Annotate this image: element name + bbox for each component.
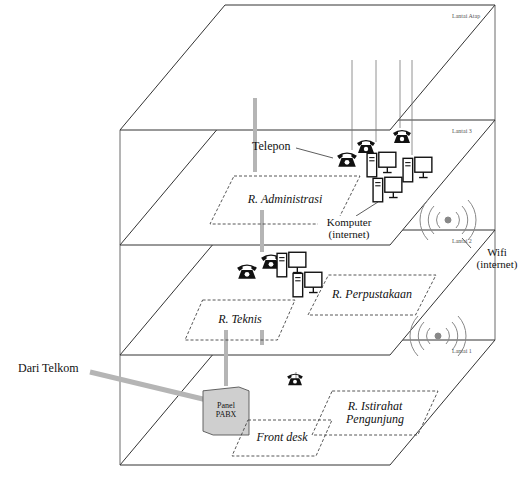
- callout-label: Wifi (internet): [472, 246, 522, 270]
- pabx-panel: Panel PABX: [203, 387, 249, 435]
- room-name: R. Teknis: [218, 313, 262, 326]
- callout-label: Telepon: [252, 140, 290, 153]
- source-label: Dari Telkom: [18, 362, 79, 375]
- room-area: R. Perpustakaan: [308, 275, 436, 315]
- room-name: R. Istirahat Pengunjung: [336, 400, 414, 426]
- panel-name: Panel PABX: [209, 402, 243, 420]
- floor-label: Lantai 1: [452, 348, 472, 355]
- room-area: Front desk: [232, 420, 332, 456]
- floor-label: Lantai Atap: [452, 13, 480, 20]
- room-area: R. Teknis: [185, 300, 295, 340]
- room-area: R. Istirahat Pengunjung: [312, 391, 438, 435]
- room-name: R. Perpustakaan: [332, 288, 412, 301]
- callout-label: Komputer (internet): [318, 216, 380, 240]
- floor-label: Lantai 2: [452, 238, 472, 245]
- room-name: Front desk: [256, 431, 307, 444]
- room-name: R. Administrasi: [248, 193, 322, 206]
- floor-label: Lantai 3: [452, 128, 472, 135]
